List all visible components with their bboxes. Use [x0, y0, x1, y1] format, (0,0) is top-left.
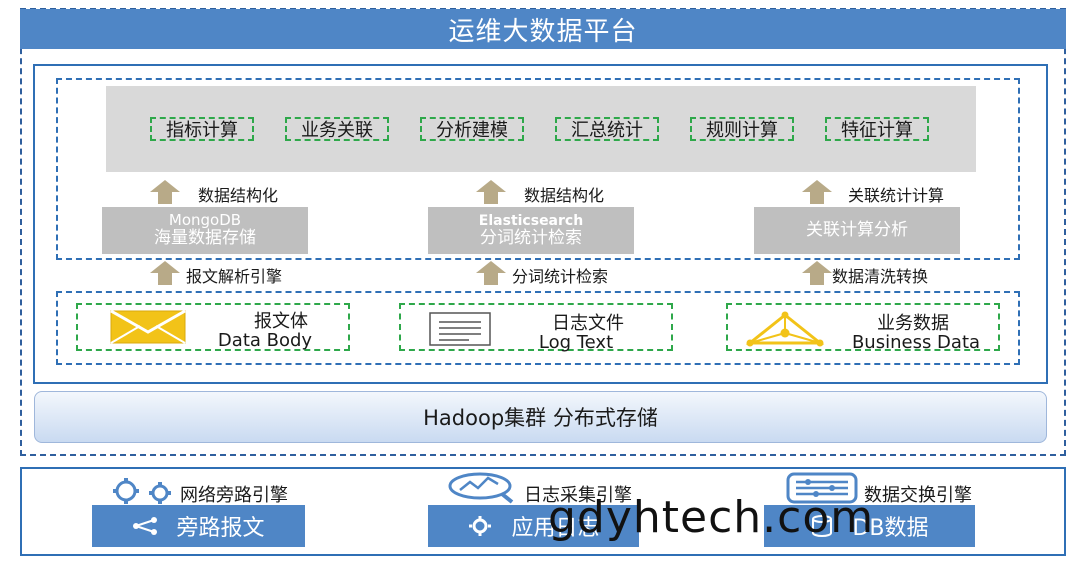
storage-elasticsearch: Elasticsearch 分词统计检索 [428, 207, 634, 254]
arrow-label: 关联统计计算 [848, 186, 945, 205]
storage-desc: 海量数据存储 [154, 228, 256, 249]
storage-desc: 分词统计检索 [480, 227, 582, 248]
storage-name: MongoDB [168, 211, 242, 230]
arrow-up-icon [150, 180, 180, 204]
source-subtitle: Data Body [217, 330, 313, 351]
source-data-body: 报文体 Data Body [76, 303, 350, 351]
arrow-up-icon [802, 180, 832, 204]
source-title: 业务数据 [877, 313, 949, 334]
envelope-icon [110, 310, 186, 344]
collector-box-app-log: 应用日志 [428, 505, 639, 547]
gear-icon [469, 516, 492, 536]
data-source-frame [56, 291, 1020, 365]
sliders-icon [786, 472, 858, 504]
source-subtitle: Business Data [851, 332, 981, 353]
collector-box-db: DB数据 [764, 505, 975, 547]
magnifier-chart-icon [448, 472, 514, 504]
collector-engine-label: 网络旁路引擎 [180, 485, 288, 506]
arrow-up-icon [476, 180, 506, 204]
collector-box-label: 应用日志 [511, 516, 600, 541]
core-processing-frame [33, 64, 1048, 384]
arrow-label: 数据结构化 [524, 186, 605, 205]
hadoop-storage-bar: Hadoop集群 分布式存储 [34, 391, 1047, 443]
database-icon [812, 515, 833, 537]
compute-tag: 指标计算 [150, 117, 254, 141]
collector-engine-label: 日志采集引擎 [524, 485, 632, 506]
platform-title-text: 运维大数据平台 [448, 16, 638, 47]
arrow-label: 分词统计检索 [512, 267, 609, 286]
source-log-text: 日志文件 Log Text [399, 303, 673, 353]
network-triangle-icon [745, 311, 825, 347]
source-subtitle: Log Text [538, 332, 614, 353]
source-business-data: 业务数据 Business Data [726, 303, 1000, 353]
storage-correlation: 关联计算分析 [754, 207, 960, 254]
collector-box-bypass: 旁路报文 [92, 505, 305, 547]
source-title: 日志文件 [552, 313, 624, 334]
storage-name: 关联计算分析 [806, 219, 908, 240]
gears-icon [113, 478, 171, 504]
compute-tag: 特征计算 [825, 117, 929, 141]
compute-tag: 分析建模 [420, 117, 524, 141]
compute-layer-frame [56, 78, 1020, 260]
source-title: 报文体 [254, 311, 308, 332]
share-icon [133, 517, 158, 535]
arrow-label: 数据结构化 [198, 186, 279, 205]
platform-title: 运维大数据平台 [20, 9, 1066, 49]
watermark-text: gdyhtech.com [548, 492, 875, 543]
collector-box-label: DB数据 [852, 516, 929, 541]
arrow-up-icon [150, 261, 180, 285]
storage-name: Elasticsearch [478, 212, 584, 229]
arrow-label: 数据清洗转换 [832, 267, 929, 286]
hadoop-label: Hadoop集群 分布式存储 [423, 406, 658, 430]
arrow-up-icon [802, 261, 832, 285]
document-icon [429, 312, 491, 346]
collector-engine-label: 数据交换引擎 [864, 485, 972, 506]
arrow-up-icon [476, 261, 506, 285]
compute-tag: 业务关联 [285, 117, 389, 141]
storage-mongodb: MongoDB 海量数据存储 [102, 207, 308, 254]
arrow-label: 报文解析引擎 [186, 267, 283, 286]
compute-tag: 汇总统计 [555, 117, 659, 141]
collection-frame [20, 467, 1066, 556]
collector-box-label: 旁路报文 [176, 516, 265, 541]
compute-tag: 规则计算 [690, 117, 794, 141]
